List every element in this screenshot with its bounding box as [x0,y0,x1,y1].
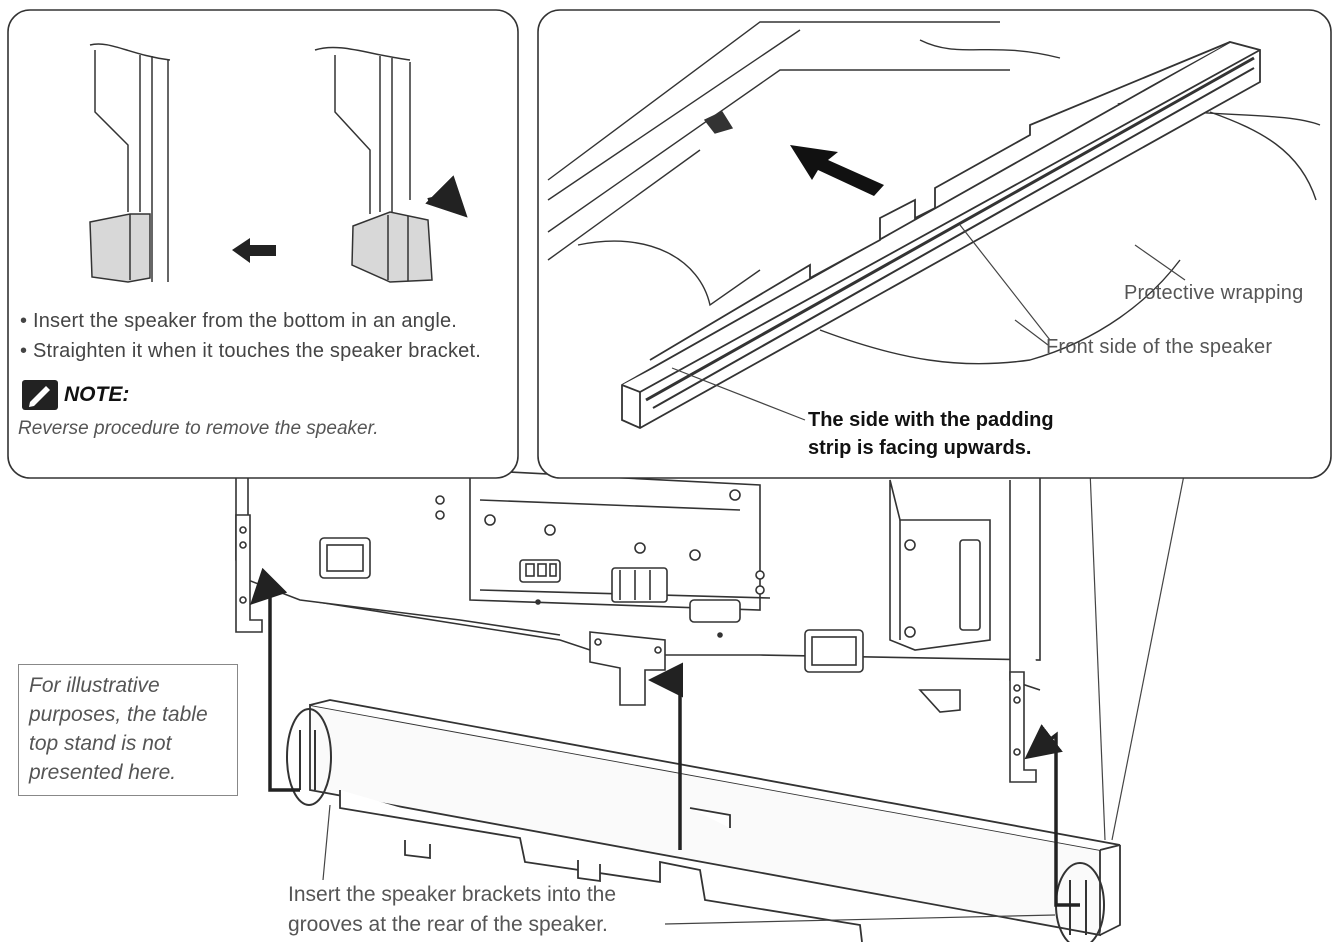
tv-left-bracket [235,514,263,633]
note-text: Reverse procedure to remove the speaker. [18,418,379,439]
left-direction-arrow [232,238,276,263]
speaker-bar [309,699,1121,942]
right-detail-panel [537,9,1332,479]
illustrative-note-box: For illustrative purposes, the table top… [18,664,238,796]
tv-right-bracket [1009,671,1037,783]
illustrative-note-text: For illustrative purposes, the table top… [29,674,208,784]
instruction-bullet-1: • Insert the speaker from the bottom in … [20,310,458,332]
callout-lines [322,469,1186,925]
label-protective-wrapping: Protective wrapping [1124,282,1304,304]
tv-center-bracket [589,631,961,713]
curved-insert-arrow [425,175,468,218]
speaker-front [621,41,1261,430]
pencil-note-icon [22,380,58,410]
push-arrow-icon [790,145,884,196]
bottom-instruction: Insert the speaker brackets into the gro… [288,883,617,936]
label-padding-strip: The side with the padding strip is facin… [808,409,1054,459]
instruction-bullet-2: • Straighten it when it touches the spea… [20,340,481,362]
note-label: NOTE: [64,383,130,406]
groove-highlight-left [286,708,332,806]
insertion-arrows [250,567,1080,907]
left-detail-panel [7,9,519,479]
label-front-side: Front side of the speaker [1046,336,1273,358]
